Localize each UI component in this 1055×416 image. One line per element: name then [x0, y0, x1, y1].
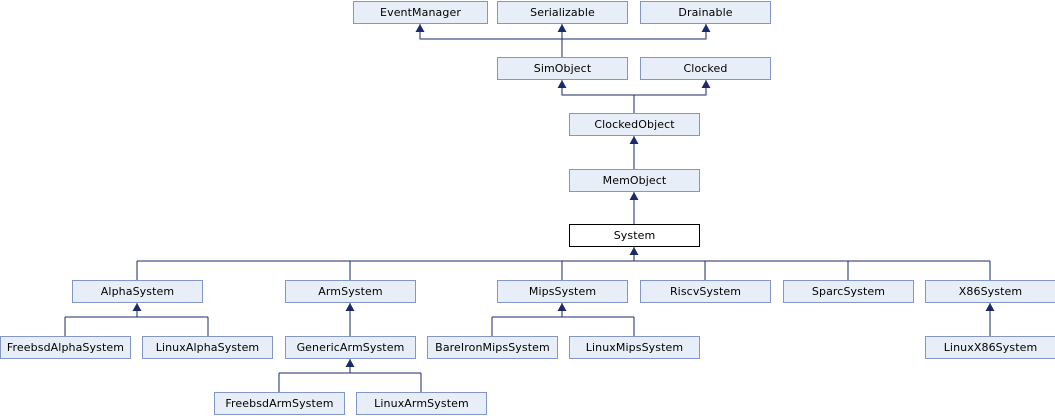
- class-node-label: AlphaSystem: [100, 285, 175, 298]
- class-node-label: LinuxX86System: [943, 341, 1038, 354]
- class-node-label: BareIronMipsSystem: [435, 341, 550, 354]
- class-node-label: GenericArmSystem: [296, 341, 405, 354]
- class-node-label: Drainable: [678, 6, 733, 19]
- class-node-label: ArmSystem: [318, 285, 383, 298]
- class-node-drainable[interactable]: Drainable: [640, 1, 771, 24]
- class-node-label: Clocked: [683, 62, 728, 75]
- class-node-riscvsystem[interactable]: RiscvSystem: [640, 280, 771, 303]
- class-node-simobject[interactable]: SimObject: [497, 57, 628, 80]
- class-node-mipssystem[interactable]: MipsSystem: [497, 280, 628, 303]
- class-node-label: EventManager: [380, 6, 461, 19]
- class-node-label: Serializable: [530, 6, 595, 19]
- class-node-bareironmipssystem[interactable]: BareIronMipsSystem: [427, 336, 558, 359]
- class-node-freebsdalphasystem[interactable]: FreebsdAlphaSystem: [0, 336, 131, 359]
- class-node-clocked[interactable]: Clocked: [640, 57, 771, 80]
- class-node-label: SimObject: [533, 62, 592, 75]
- class-node-sparcsystem[interactable]: SparcSystem: [783, 280, 914, 303]
- class-node-label: RiscvSystem: [669, 285, 742, 298]
- class-node-clockedobject[interactable]: ClockedObject: [569, 113, 700, 136]
- class-node-alphasystem[interactable]: AlphaSystem: [72, 280, 203, 303]
- class-node-label: ClockedObject: [594, 118, 675, 131]
- class-node-label: LinuxMipsSystem: [585, 341, 684, 354]
- class-node-freebsdarmsystem[interactable]: FreebsdArmSystem: [214, 392, 345, 415]
- class-node-genericarmsystem[interactable]: GenericArmSystem: [285, 336, 416, 359]
- class-node-label: FreebsdAlphaSystem: [6, 341, 125, 354]
- class-node-label: FreebsdArmSystem: [225, 397, 334, 410]
- class-node-serializable[interactable]: Serializable: [497, 1, 628, 24]
- class-node-label: SparcSystem: [811, 285, 886, 298]
- class-node-label: LinuxArmSystem: [374, 397, 469, 410]
- class-node-eventmanager[interactable]: EventManager: [353, 1, 488, 24]
- class-node-linuxmipssystem[interactable]: LinuxMipsSystem: [569, 336, 700, 359]
- class-node-label: MipsSystem: [528, 285, 597, 298]
- class-node-label: System: [613, 229, 656, 242]
- class-node-linuxx86system[interactable]: LinuxX86System: [925, 336, 1055, 359]
- class-node-label: MemObject: [602, 174, 667, 187]
- class-node-system: System: [569, 224, 700, 247]
- class-node-linuxarmsystem[interactable]: LinuxArmSystem: [356, 392, 487, 415]
- class-node-label: X86System: [958, 285, 1023, 298]
- class-node-armsystem[interactable]: ArmSystem: [285, 280, 416, 303]
- class-node-memobject[interactable]: MemObject: [569, 169, 700, 192]
- class-node-linuxalphasystem[interactable]: LinuxAlphaSystem: [142, 336, 273, 359]
- class-node-label: LinuxAlphaSystem: [155, 341, 260, 354]
- class-node-x86system[interactable]: X86System: [925, 280, 1055, 303]
